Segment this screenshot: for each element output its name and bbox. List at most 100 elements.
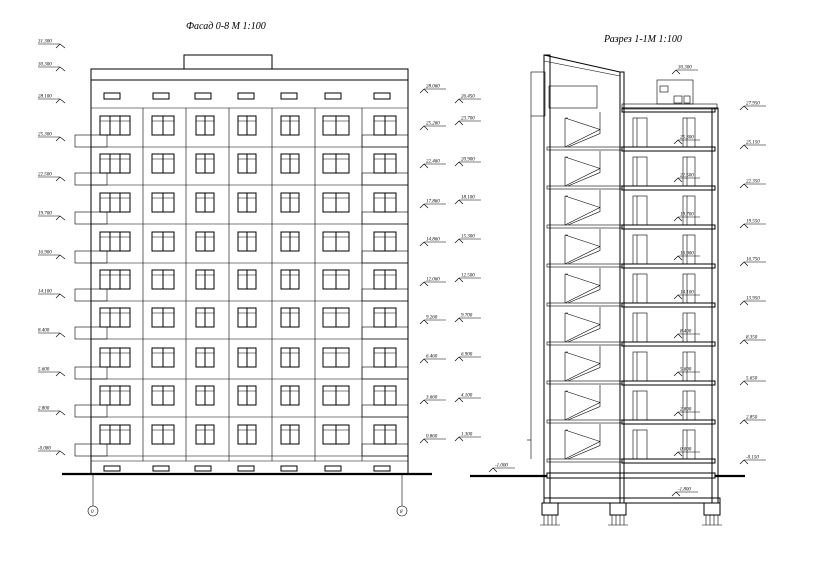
footing-block xyxy=(609,502,627,516)
level-mark: 14.860 xyxy=(419,238,446,247)
door-opening xyxy=(682,117,696,148)
level-label: 19.700 xyxy=(680,213,694,218)
level-mark: 1.300 xyxy=(454,433,481,442)
level-label: -0.150 xyxy=(746,456,759,461)
attic-window xyxy=(324,92,342,100)
level-mark: 25.260 xyxy=(419,122,446,131)
level-mark: -1.800 xyxy=(671,488,698,497)
level-label: 6.900 xyxy=(461,353,473,358)
flight-upper xyxy=(564,117,601,130)
level-label: 26.450 xyxy=(461,95,475,100)
stair-landing xyxy=(546,146,623,151)
window xyxy=(99,347,131,368)
level-mark: 15.300 xyxy=(454,235,481,244)
level-label: 8.400 xyxy=(680,330,692,335)
balcony-left xyxy=(74,211,108,225)
level-label: 28.100 xyxy=(38,95,52,100)
level-mark: 30.300 xyxy=(671,66,698,75)
level-mark: 12.500 xyxy=(454,274,481,283)
foundation-slab xyxy=(543,497,721,504)
axis-marker-left xyxy=(87,505,99,517)
door-opening xyxy=(632,351,648,382)
stair-landing xyxy=(546,380,623,385)
level-mark: 4.100 xyxy=(454,394,481,403)
door-opening xyxy=(632,429,648,460)
flight-upper xyxy=(564,156,601,169)
roof-structure xyxy=(183,54,273,70)
flight-lower xyxy=(564,285,601,304)
level-label: 12.500 xyxy=(461,274,475,279)
facade-floor xyxy=(74,153,409,186)
door-opening xyxy=(682,156,696,187)
level-mark: 16.750 xyxy=(739,258,766,267)
level-label: -1.000 xyxy=(495,464,508,469)
level-label: 13.950 xyxy=(746,297,760,302)
balcony-left xyxy=(74,366,108,380)
facade-floor xyxy=(74,347,409,380)
level-mark: 23.700 xyxy=(454,117,481,126)
stair-landing xyxy=(546,263,623,268)
floor-slab xyxy=(621,146,716,152)
level-label: 8.400 xyxy=(38,329,50,334)
level-label: 19.700 xyxy=(38,212,52,217)
level-label: 22.350 xyxy=(746,180,760,185)
flight-upper xyxy=(564,429,601,442)
level-label: 31.300 xyxy=(38,40,52,45)
level-mark: 8.400 xyxy=(38,329,66,338)
balcony-right xyxy=(361,250,409,264)
balcony-left xyxy=(74,172,108,186)
level-mark: 22.500 xyxy=(673,174,700,183)
level-mark: 22.460 xyxy=(419,160,446,169)
level-mark: 5.650 xyxy=(739,377,766,386)
balcony-right xyxy=(361,172,409,186)
attic-window xyxy=(373,92,391,100)
basement-vent xyxy=(152,465,170,472)
facade-title: Фасад 0-8 М 1:100 xyxy=(186,21,266,32)
level-label: 5.650 xyxy=(746,377,758,382)
door-opening xyxy=(632,390,648,421)
level-label: 22.460 xyxy=(426,160,440,165)
stair-roof-inner xyxy=(543,60,621,77)
stair-flight xyxy=(564,385,601,421)
level-mark: 0.000 xyxy=(673,448,700,457)
level-label: 9.260 xyxy=(426,316,438,321)
level-mark: 31.300 xyxy=(38,40,66,49)
canopy-block xyxy=(530,71,546,117)
level-mark: -0.150 xyxy=(739,456,766,465)
level-mark: 0.860 xyxy=(419,435,446,444)
flight-upper xyxy=(564,351,601,364)
level-mark: 5.600 xyxy=(673,368,700,377)
door-opening xyxy=(682,234,696,265)
floor-slab xyxy=(621,458,716,464)
level-label: -1.800 xyxy=(678,488,691,493)
level-mark: -0.080 xyxy=(38,447,66,456)
level-label: 14.100 xyxy=(38,290,52,295)
level-label: 16.750 xyxy=(746,258,760,263)
level-mark: 25.300 xyxy=(38,133,66,142)
level-label: 19.550 xyxy=(746,220,760,225)
basement-vent xyxy=(373,465,391,472)
flight-lower xyxy=(564,441,601,460)
level-label: 30.300 xyxy=(678,66,692,71)
door-opening xyxy=(682,390,696,421)
basement-vent xyxy=(237,465,255,472)
level-label: 16.900 xyxy=(38,251,52,256)
level-mark: 30.300 xyxy=(38,63,66,72)
level-label: 8.350 xyxy=(746,336,758,341)
floor-slab xyxy=(621,185,716,191)
level-label: 25.260 xyxy=(426,122,440,127)
attic-window xyxy=(280,92,298,100)
window xyxy=(99,115,131,136)
level-label: 14.860 xyxy=(426,238,440,243)
stair-flight xyxy=(564,268,601,304)
stair-landing xyxy=(546,341,623,346)
door-opening xyxy=(632,312,648,343)
footing-block xyxy=(703,502,721,516)
attic-window xyxy=(237,92,255,100)
footing xyxy=(702,502,722,526)
balcony-left xyxy=(74,134,108,148)
level-mark: 13.950 xyxy=(739,297,766,306)
facade-floor xyxy=(74,385,409,418)
stair-landing xyxy=(546,224,623,229)
level-mark: 22.350 xyxy=(739,180,766,189)
